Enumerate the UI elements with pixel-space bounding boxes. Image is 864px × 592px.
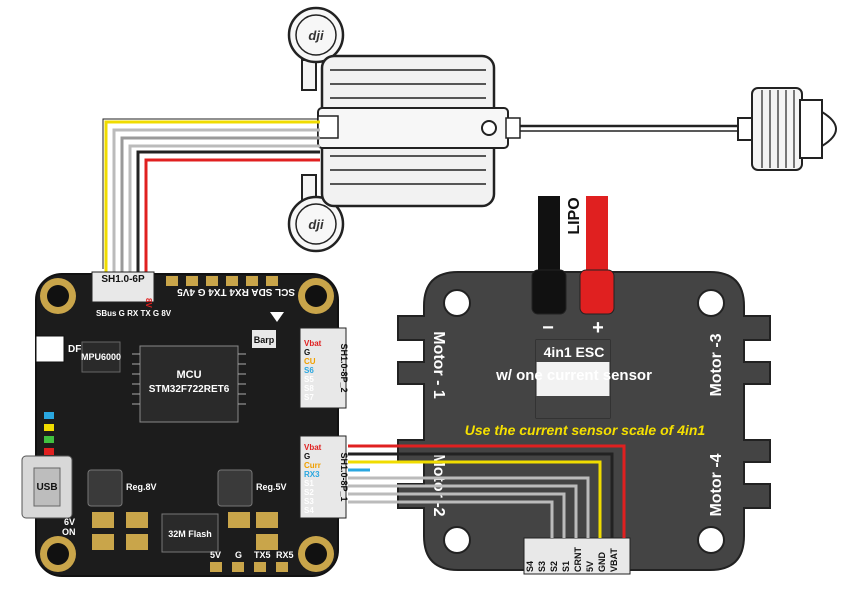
- imu-chip: [81, 341, 121, 373]
- plus-label: +: [592, 317, 604, 339]
- esc-subtitle: w/ one current sensor: [495, 367, 652, 384]
- motor-3-label: Motor -3: [708, 333, 725, 396]
- esc-pin-s1: S1: [561, 561, 571, 572]
- esc-pin-s4: S4: [525, 561, 535, 572]
- antenna-top-icon: dji: [287, 6, 345, 91]
- conn2-pin-vbat: Vbat: [304, 339, 322, 348]
- connector-8p-1-label: SH1.0-8P_1: [339, 452, 349, 501]
- baro-chip: [252, 330, 276, 348]
- dfu-button[interactable]: [35, 335, 65, 363]
- status-leds: [44, 412, 54, 455]
- lipo-leads: [531, 196, 615, 315]
- conn1-pin-vbat: Vbat: [304, 443, 322, 452]
- conn1-pin-s2: S2: [304, 488, 314, 497]
- conn1-pin-curr: Curr: [304, 461, 321, 470]
- motor-1-label: Motor - 1: [430, 331, 447, 399]
- esc-pin-gnd: GND: [597, 552, 607, 573]
- current-scale-note: Use the current sensor scale of 4in1: [465, 422, 706, 438]
- top-pin-labels: SBus G RX TX G 8V: [96, 309, 172, 318]
- esc-cable: [348, 444, 626, 538]
- esc-pin-s3: S3: [537, 561, 547, 572]
- imu-label: MPU6000: [81, 352, 121, 362]
- antenna-bottom-logo: dji: [308, 217, 324, 232]
- dfu-label: DFU: [68, 344, 89, 355]
- flash-chip: [161, 513, 219, 553]
- conn1-pin-rx3: RX3: [304, 470, 320, 479]
- connector-8p-2-label: SH1.0-8P_2: [339, 343, 349, 392]
- bottom-pad-tx5: TX5: [254, 550, 271, 560]
- on-label: ON: [62, 527, 76, 537]
- conn2-pin-s6: S6: [304, 366, 314, 375]
- six-v-label: 6V: [64, 517, 75, 527]
- conn1-pin-g: G: [304, 452, 310, 461]
- flight-controller: SH1.0-6P 8V SCL SDA RX4 TX4 G 4V5 SBus G…: [21, 271, 349, 577]
- conn2-pin-cu: CU: [304, 357, 316, 366]
- flash-label: 32M Flash: [168, 529, 212, 539]
- esc-board: 4in1 ESC w/ one current sensor Motor - 1…: [397, 196, 771, 575]
- top-connector-label: SH1.0-6P: [101, 274, 145, 285]
- reg-5v-label: Reg.5V: [256, 482, 287, 492]
- bottom-pad-rx5: RX5: [276, 550, 294, 560]
- esc-pin-5v: 5V: [585, 561, 595, 572]
- usb-label: USB: [36, 482, 57, 493]
- conn1-pin-s1: S1: [304, 479, 314, 488]
- esc-title: 4in1 ESC: [544, 344, 605, 360]
- antenna-top-logo: dji: [308, 28, 324, 43]
- connector-8p-1: [299, 435, 347, 519]
- bottom-pad-g: G: [235, 550, 242, 560]
- esc-pin-crnt: CRNT: [573, 547, 583, 572]
- mcu-chip-label: STM32F722RET6: [149, 384, 230, 395]
- reg-8v: [87, 469, 123, 507]
- esc-pin-vbat: VBAT: [609, 548, 619, 572]
- connector-8p-2: [299, 327, 347, 409]
- vtx-cable: [102, 118, 320, 272]
- conn1-pin-s4: S4: [304, 506, 314, 515]
- conn1-pin-s3: S3: [304, 497, 314, 506]
- minus-label: −: [542, 317, 554, 339]
- camera-lens-icon: [520, 87, 837, 171]
- mcu-chip: [139, 345, 239, 423]
- vtx-unit: dji dji: [287, 6, 837, 253]
- reg-8v-label: Reg.8V: [126, 482, 157, 492]
- baro-label: Barp: [254, 335, 275, 345]
- conn2-pin-g: G: [304, 348, 310, 357]
- motor-4-label: Motor -4: [708, 453, 725, 516]
- top-connector: [91, 271, 155, 303]
- conn2-pin-s5: S5: [304, 375, 314, 384]
- reg-5v: [217, 469, 253, 507]
- esc-connector: [523, 537, 631, 575]
- vtx-body: [317, 54, 521, 208]
- bottom-pad-5v: 5V: [210, 550, 221, 560]
- mcu-label: MCU: [176, 369, 201, 381]
- conn2-pin-s7: S7: [304, 393, 314, 402]
- lipo-label: LIPO: [566, 197, 583, 234]
- antenna-bottom-icon: dji: [287, 174, 345, 253]
- top-pads-label: SCL SDA RX4 TX4 G 4V5: [177, 286, 295, 297]
- logo-icon: [270, 312, 284, 322]
- conn2-pin-s8: S8: [304, 384, 314, 393]
- esc-pin-s2: S2: [549, 561, 559, 572]
- top-pin-8v: 8V: [144, 298, 153, 308]
